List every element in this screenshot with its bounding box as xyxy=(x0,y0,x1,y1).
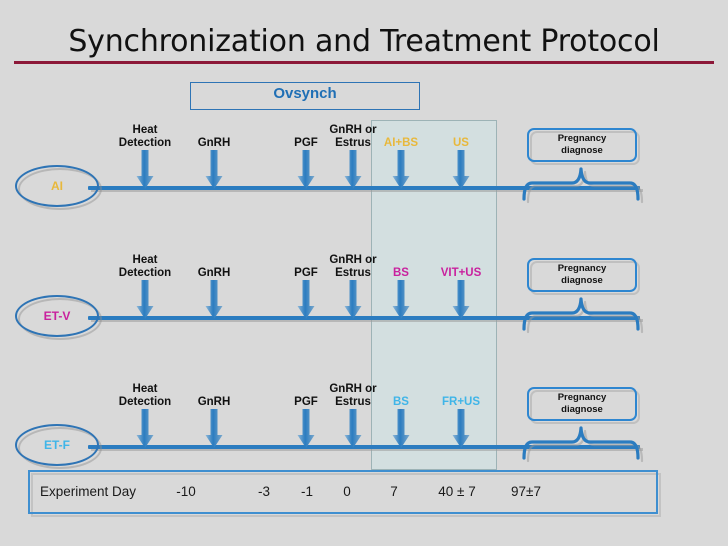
timeline-shadow-et-v xyxy=(91,319,643,322)
event-arrow-ai-1 xyxy=(205,150,223,190)
experiment-day-bar xyxy=(28,470,658,514)
group-ellipse-ai[interactable]: AI xyxy=(15,165,99,207)
event-arrow-et-v-3 xyxy=(344,280,362,320)
pregnancy-line-1: Pregnancy xyxy=(557,133,607,144)
event-arrow-et-f-0 xyxy=(136,409,154,449)
timeline-ai xyxy=(88,186,640,190)
pregnancy-box-shadow-et-v xyxy=(530,261,640,295)
event-arrow-et-f-3 xyxy=(344,409,362,449)
timeline-shadow-ai xyxy=(91,189,643,192)
experiment-day-bar-shadow xyxy=(31,473,661,517)
event-arrow-et-f-4 xyxy=(392,409,410,449)
event-label-et-f-4: BS xyxy=(393,396,409,408)
event-arrow-et-f-2 xyxy=(297,409,315,449)
pregnancy-line-2: diagnose xyxy=(561,404,603,415)
event-arrow-ai-0 xyxy=(136,150,154,190)
event-label-et-v-2: PGF xyxy=(294,267,318,279)
event-arrow-ai-5 xyxy=(452,150,470,190)
pregnancy-line-2: diagnose xyxy=(561,275,603,286)
ovsynch-label: Ovsynch xyxy=(273,85,337,102)
experiment-day-tick-5: 40 ± 7 xyxy=(438,484,476,499)
pregnancy-brace-et-v xyxy=(522,295,640,331)
event-label-et-f-5: FR+US xyxy=(441,396,481,408)
experiment-day-tick-6: 97±7 xyxy=(511,484,541,499)
event-arrow-et-v-5 xyxy=(452,280,470,320)
event-label-ai-1: GnRH xyxy=(197,137,231,149)
pregnancy-box-shadow-et-f xyxy=(530,390,640,424)
event-label-ai-5: US xyxy=(453,137,469,149)
event-arrow-ai-4 xyxy=(392,150,410,190)
event-arrow-ai-2 xyxy=(297,150,315,190)
pregnancy-brace-ai xyxy=(522,165,640,201)
event-arrow-et-v-4 xyxy=(392,280,410,320)
pregnancy-box-shadow-ai xyxy=(530,131,640,165)
event-label-et-f-1: GnRH xyxy=(197,396,231,408)
event-label-et-v-4: BS xyxy=(393,267,409,279)
event-arrow-et-f-5 xyxy=(452,409,470,449)
ovsynch-box xyxy=(190,82,420,110)
timeline-et-f xyxy=(88,445,640,449)
timeline-et-v xyxy=(88,316,640,320)
group-ellipse-et-f[interactable]: ET-F xyxy=(15,424,99,466)
pregnancy-line-1: Pregnancy xyxy=(557,263,607,274)
event-arrow-et-f-1 xyxy=(205,409,223,449)
experiment-day-tick-2: -1 xyxy=(300,484,314,499)
event-arrow-et-v-0 xyxy=(136,280,154,320)
timeline-shadow-et-f xyxy=(91,448,643,451)
event-arrow-et-v-1 xyxy=(205,280,223,320)
pregnancy-line-2: diagnose xyxy=(561,145,603,156)
event-label-et-v-5: VIT+US xyxy=(440,267,482,279)
event-arrow-ai-3 xyxy=(344,150,362,190)
experiment-day-tick-3: 0 xyxy=(343,484,351,499)
experiment-day-label: Experiment Day xyxy=(40,484,137,499)
experiment-day-tick-0: -10 xyxy=(176,484,196,499)
page-title: Synchronization and Treatment Protocol xyxy=(68,24,660,59)
event-arrow-et-v-2 xyxy=(297,280,315,320)
event-label-ai-4: AI+BS xyxy=(383,137,419,149)
pregnancy-line-1: Pregnancy xyxy=(557,392,607,403)
event-label-ai-2: PGF xyxy=(294,137,318,149)
title-underline-rule xyxy=(14,61,714,64)
highlight-band xyxy=(371,120,497,470)
pregnancy-brace-et-f xyxy=(522,424,640,460)
experiment-day-tick-4: 7 xyxy=(390,484,398,499)
event-label-et-f-2: PGF xyxy=(294,396,318,408)
event-label-et-v-1: GnRH xyxy=(197,267,231,279)
group-ellipse-et-v[interactable]: ET-V xyxy=(15,295,99,337)
experiment-day-tick-1: -3 xyxy=(257,484,271,499)
